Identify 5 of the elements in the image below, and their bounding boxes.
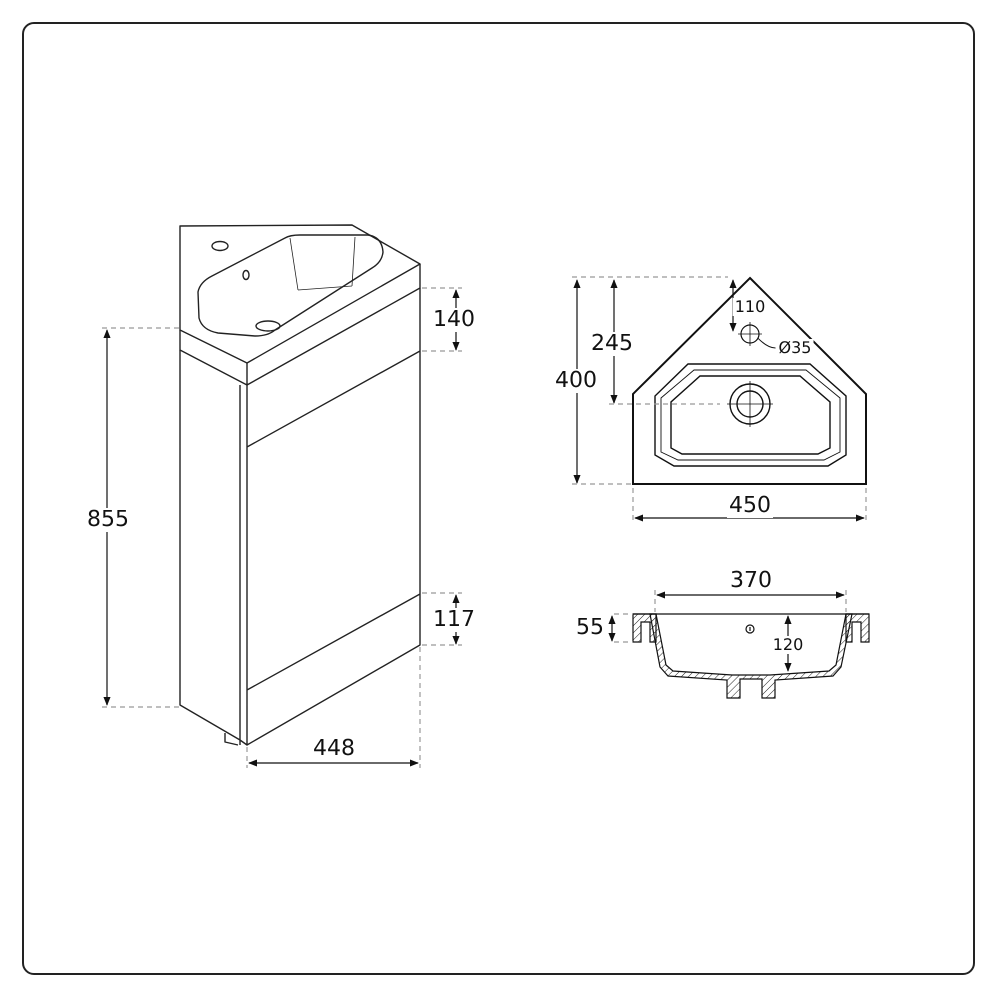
dimension-label: 450 (727, 494, 773, 518)
tap-hole (740, 324, 760, 344)
dimension-label: 400 (553, 369, 599, 393)
dimension-label: 110 (732, 298, 768, 316)
leader-line (757, 338, 776, 348)
